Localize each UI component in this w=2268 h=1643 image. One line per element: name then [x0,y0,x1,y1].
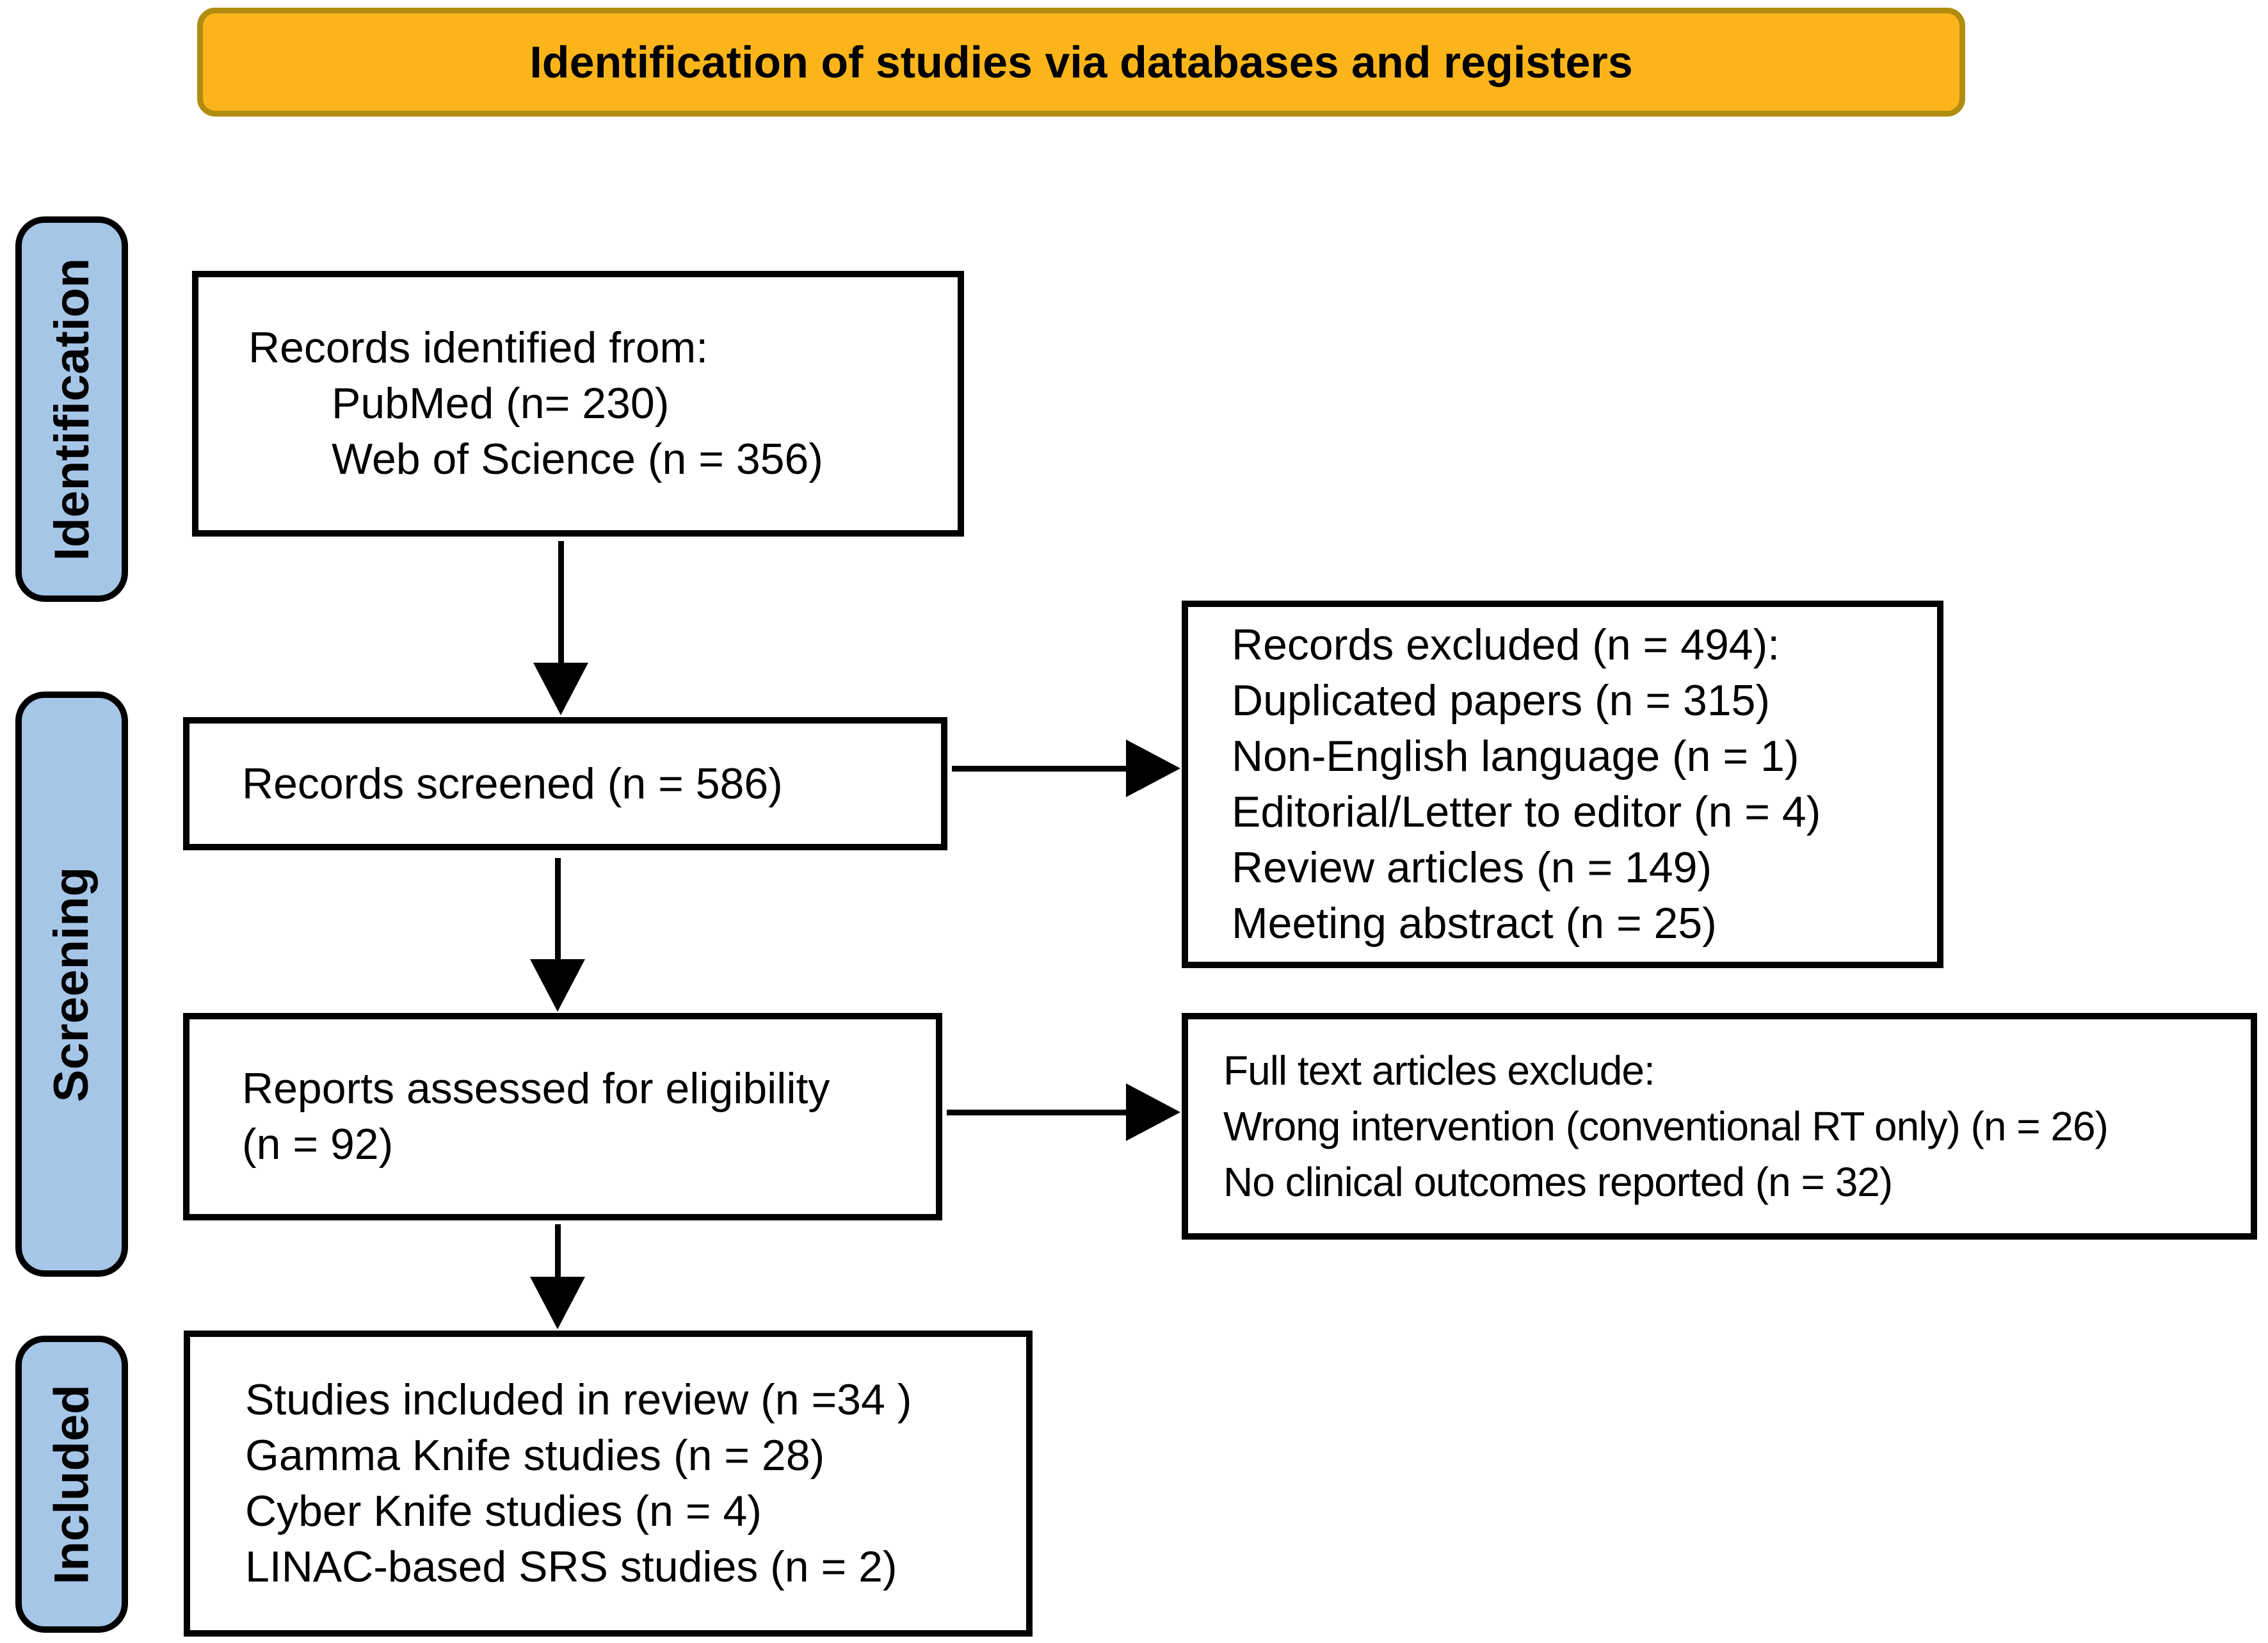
banner: Identification of studies via databases … [197,8,1965,117]
stage-screening: Screening [15,692,128,1277]
box-line: Full text articles exclude: [1223,1047,1655,1094]
stage-included: Included [15,1336,128,1633]
box-records-identified: Records identified from: PubMed (n= 230)… [192,271,964,537]
arrow-head-icon [530,959,585,1012]
box-line: Records screened (n = 586) [242,759,783,808]
box-line: LINAC-based SRS studies (n = 2) [245,1542,897,1591]
box-line: Duplicated papers (n = 315) [1232,676,1771,725]
box-line: Wrong intervention (conventional RT only… [1223,1103,2109,1149]
box-fulltext-excluded: Full text articles exclude: Wrong interv… [1182,1013,2257,1240]
box-line: PubMed (n= 230) [332,379,670,428]
arrow-assessed-to-included [530,1224,585,1329]
box-line: Records identified from: [248,323,709,372]
box-reports-assessed: Reports assessed for eligibility (n = 92… [183,1013,942,1220]
box-line: Review articles (n = 149) [1232,843,1712,892]
box-line: Editorial/Letter to editor (n = 4) [1232,788,1821,836]
stage-screening-label: Screening [44,866,99,1102]
arrow-identified-to-screened [533,541,588,715]
banner-title: Identification of studies via databases … [529,37,1633,87]
arrow-stem [952,765,1126,772]
box-line: Non-English language (n = 1) [1232,732,1799,781]
box-line: Gamma Knife studies (n = 28) [245,1431,825,1480]
arrow-screened-to-excluded [952,740,1180,797]
box-line: (n = 92) [242,1120,394,1169]
box-line: Records excluded (n = 494): [1232,620,1780,669]
arrow-head-icon [530,1277,585,1329]
box-line: Cyber Knife studies (n = 4) [245,1487,762,1535]
stage-identification-label: Identification [44,257,99,561]
box-line: Reports assessed for eligibility [242,1064,830,1113]
arrow-assessed-to-fulltext-excluded [947,1083,1180,1141]
box-records-excluded: Records excluded (n = 494): Duplicated p… [1182,601,1943,968]
arrow-screened-to-assessed [530,858,585,1012]
box-line: Studies included in review (n =34 ) [245,1375,912,1424]
stage-identification: Identification [15,216,128,602]
arrow-stem [947,1109,1126,1115]
arrow-stem [554,1224,561,1277]
box-studies-included: Studies included in review (n =34 ) Gamm… [184,1331,1033,1637]
box-line: No clinical outcomes reported (n = 32) [1223,1158,1893,1205]
box-line: Meeting abstract (n = 25) [1232,899,1717,948]
box-line: Web of Science (n = 356) [332,435,823,483]
arrow-head-icon [533,663,588,715]
stage-included-label: Included [44,1384,99,1585]
arrow-stem [554,858,561,959]
box-records-screened: Records screened (n = 586) [183,717,947,850]
arrow-stem [558,541,564,663]
arrow-head-icon [1126,740,1180,797]
arrow-head-icon [1126,1083,1180,1141]
